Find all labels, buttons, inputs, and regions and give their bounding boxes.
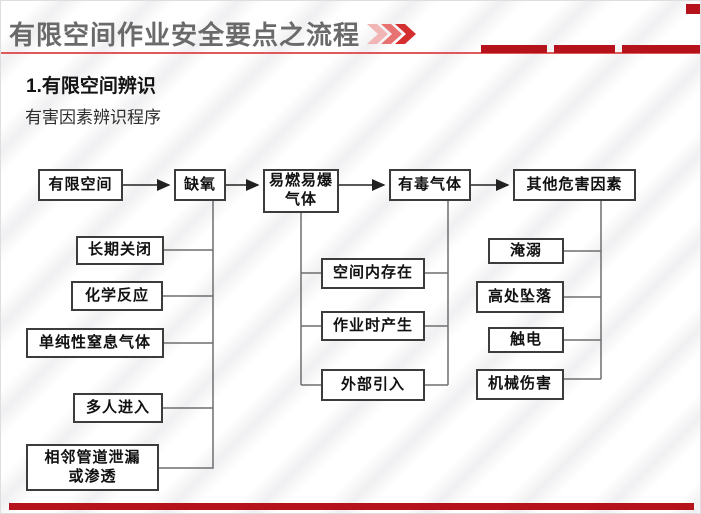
header-dash-3 [622, 45, 700, 53]
header-dash-2 [554, 45, 615, 53]
flow-node-other-hazards: 其他危害因素 [513, 169, 636, 201]
bottom-accent-bar [9, 503, 694, 510]
flowchart-connectors [123, 179, 602, 469]
flow-node-confined-space: 有限空间 [38, 169, 123, 201]
triple-chevron-right-icon [367, 24, 416, 44]
flow-node-chemical-reaction: 化学反应 [71, 281, 163, 311]
flow-node-oxygen-deficiency: 缺氧 [174, 169, 226, 201]
flow-node-electric-shock: 触电 [488, 327, 564, 353]
flow-node-exists-in-space: 空间内存在 [321, 258, 425, 289]
flow-node-external-introduction: 外部引入 [321, 369, 425, 401]
corner-mark [686, 4, 700, 14]
flow-node-multiple-entry: 多人进入 [73, 393, 163, 423]
header-divider-line [1, 52, 700, 54]
flow-node-toxic-gas: 有毒气体 [389, 169, 471, 201]
flow-node-pipe-leak: 相邻管道泄漏 或渗透 [26, 444, 159, 491]
flow-node-mechanical-injury: 机械伤害 [476, 369, 564, 400]
flow-node-produced-during-work: 作业时产生 [321, 311, 425, 341]
flow-node-asphyxiant-gas: 单纯性窒息气体 [26, 328, 164, 358]
section-subtitle: 有害因素辨识程序 [25, 108, 161, 127]
section-title: 1.有限空间辨识 [26, 76, 156, 97]
flow-node-long-closed: 长期关闭 [76, 236, 164, 265]
page-title: 有限空间作业安全要点之流程 [9, 20, 361, 50]
flow-node-fall-from-height: 高处坠落 [476, 281, 564, 313]
flowchart: 有限空间 缺氧 易燃易爆 气体 有毒气体 其他危害因素 长期关闭 化学反应 单纯… [1, 151, 700, 513]
header-dash-1 [481, 45, 547, 53]
flow-node-drowning: 淹溺 [488, 238, 564, 264]
flow-node-flammable-gas: 易燃易爆 气体 [263, 169, 339, 213]
